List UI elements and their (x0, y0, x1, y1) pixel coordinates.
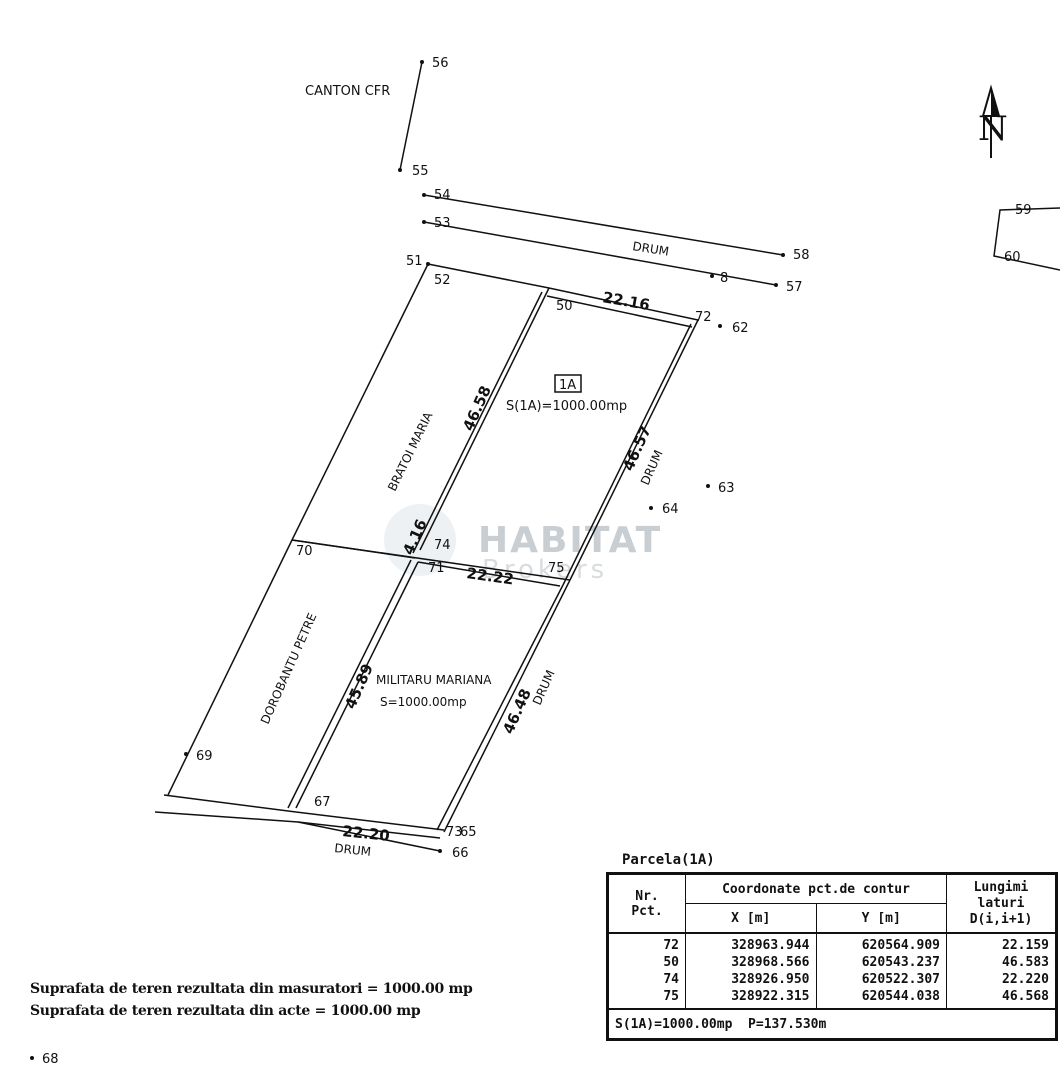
table-cell: 328926.950 (731, 972, 810, 987)
col-d: 22.159 46.583 22.220 46.568 (946, 932, 1056, 1010)
bratoi-maria-label: BRATOI MARIA (385, 409, 436, 493)
point-60: 60 (1004, 250, 1021, 265)
point-63: 63 (718, 481, 735, 496)
header-coords: Coordonate pct.de contur (685, 874, 947, 904)
drum-bottom-label: DRUM (334, 841, 372, 859)
point-62: 62 (732, 321, 749, 336)
table-cell: 22.159 (1002, 938, 1049, 953)
dim-top: 22.16 (601, 288, 651, 314)
table-cell: 50 (663, 955, 679, 970)
dim-bottom: 22.20 (342, 822, 391, 845)
point-53: 53 (434, 216, 451, 231)
table-cell: 75 (663, 989, 679, 1004)
table-cell: 620543.237 (861, 955, 940, 970)
point-8: 8 (720, 271, 728, 286)
drum-lower-right-label: DRUM (530, 668, 558, 707)
militaru-area-label: S=1000.00mp (380, 695, 467, 709)
table-cell: 72 (663, 938, 679, 953)
point-68: 68 (42, 1052, 59, 1067)
point-57: 57 (786, 280, 803, 295)
point-50: 50 (556, 299, 573, 314)
dorobantu-petre-label: DOROBANTU PETRE (258, 611, 320, 726)
header-len2: laturi (977, 895, 1025, 911)
header-nr: Nr. (635, 888, 659, 904)
point-51: 51 (406, 254, 423, 269)
coordinates-table: Nr. Pct. Coordonate pct.de contur Lungim… (606, 872, 1058, 1041)
header-y: Y [m] (815, 903, 947, 934)
table-cell: 46.568 (1002, 989, 1049, 1004)
drum-top-label: DRUM (632, 239, 670, 259)
point-66: 66 (452, 846, 469, 861)
dim-left-lower: 45.89 (341, 661, 377, 712)
north-label: N (978, 109, 1008, 149)
point-55: 55 (412, 164, 429, 179)
point-70: 70 (296, 544, 313, 559)
table-cell: 620522.307 (861, 972, 940, 987)
table-cell: 46.583 (1002, 955, 1049, 970)
point-69: 69 (196, 749, 213, 764)
canton-cfr-label: CANTON CFR (305, 84, 390, 99)
table-cell: 74 (663, 972, 679, 987)
table-cell: 620544.038 (861, 989, 940, 1004)
north-arrow-icon: N (978, 84, 1008, 158)
table-cell: 328922.315 (731, 989, 810, 1004)
area-measured: Suprafata de teren rezultata din masurat… (30, 981, 473, 997)
header-len1: Lungimi (973, 879, 1029, 895)
header-x: X [m] (685, 903, 817, 934)
col-nr: 72 50 74 75 (608, 932, 686, 1010)
point-56: 56 (432, 56, 449, 71)
area-summary: Suprafata de teren rezultata din masurat… (30, 978, 473, 1022)
col-nr-header: Nr. Pct. (608, 874, 686, 934)
point-54: 54 (434, 188, 451, 203)
point-75: 75 (548, 561, 565, 576)
parcel-id-box (554, 374, 582, 393)
table-cell: 328968.566 (731, 955, 810, 970)
point-71: 71 (428, 561, 445, 576)
point-64: 64 (662, 502, 679, 517)
table-cell: 620564.909 (861, 938, 940, 953)
area-deeds: Suprafata de teren rezultata din acte = … (30, 1003, 421, 1019)
col-len-header: Lungimi laturi D(i,i+1) (946, 874, 1056, 934)
table-cell: 328963.944 (731, 938, 810, 953)
parcel-table-title: Parcela(1A) (622, 852, 715, 868)
watermark-main: HABITAT (478, 520, 662, 561)
col-y: 620564.909 620543.237 620522.307 620544.… (815, 932, 947, 1010)
parcel-area-label: S(1A)=1000.00mp (506, 399, 627, 414)
point-73: 73 (446, 825, 463, 840)
point-67: 67 (314, 795, 331, 810)
parcel-id: 1A (559, 378, 576, 393)
table-footer: S(1A)=1000.00mp P=137.530m (608, 1008, 1056, 1039)
point-74: 74 (434, 538, 451, 553)
point-65: 65 (460, 825, 477, 840)
point-58: 58 (793, 248, 810, 263)
point-72: 72 (695, 310, 712, 325)
table-cell: 22.220 (1002, 972, 1049, 987)
militaru-mariana-label: MILITARU MARIANA (376, 673, 492, 687)
header-pct: Pct. (631, 903, 663, 919)
point-59: 59 (1015, 203, 1032, 218)
header-len3: D(i,i+1) (969, 911, 1033, 927)
point-52: 52 (434, 273, 451, 288)
col-x: 328963.944 328968.566 328926.950 328922.… (685, 932, 817, 1010)
